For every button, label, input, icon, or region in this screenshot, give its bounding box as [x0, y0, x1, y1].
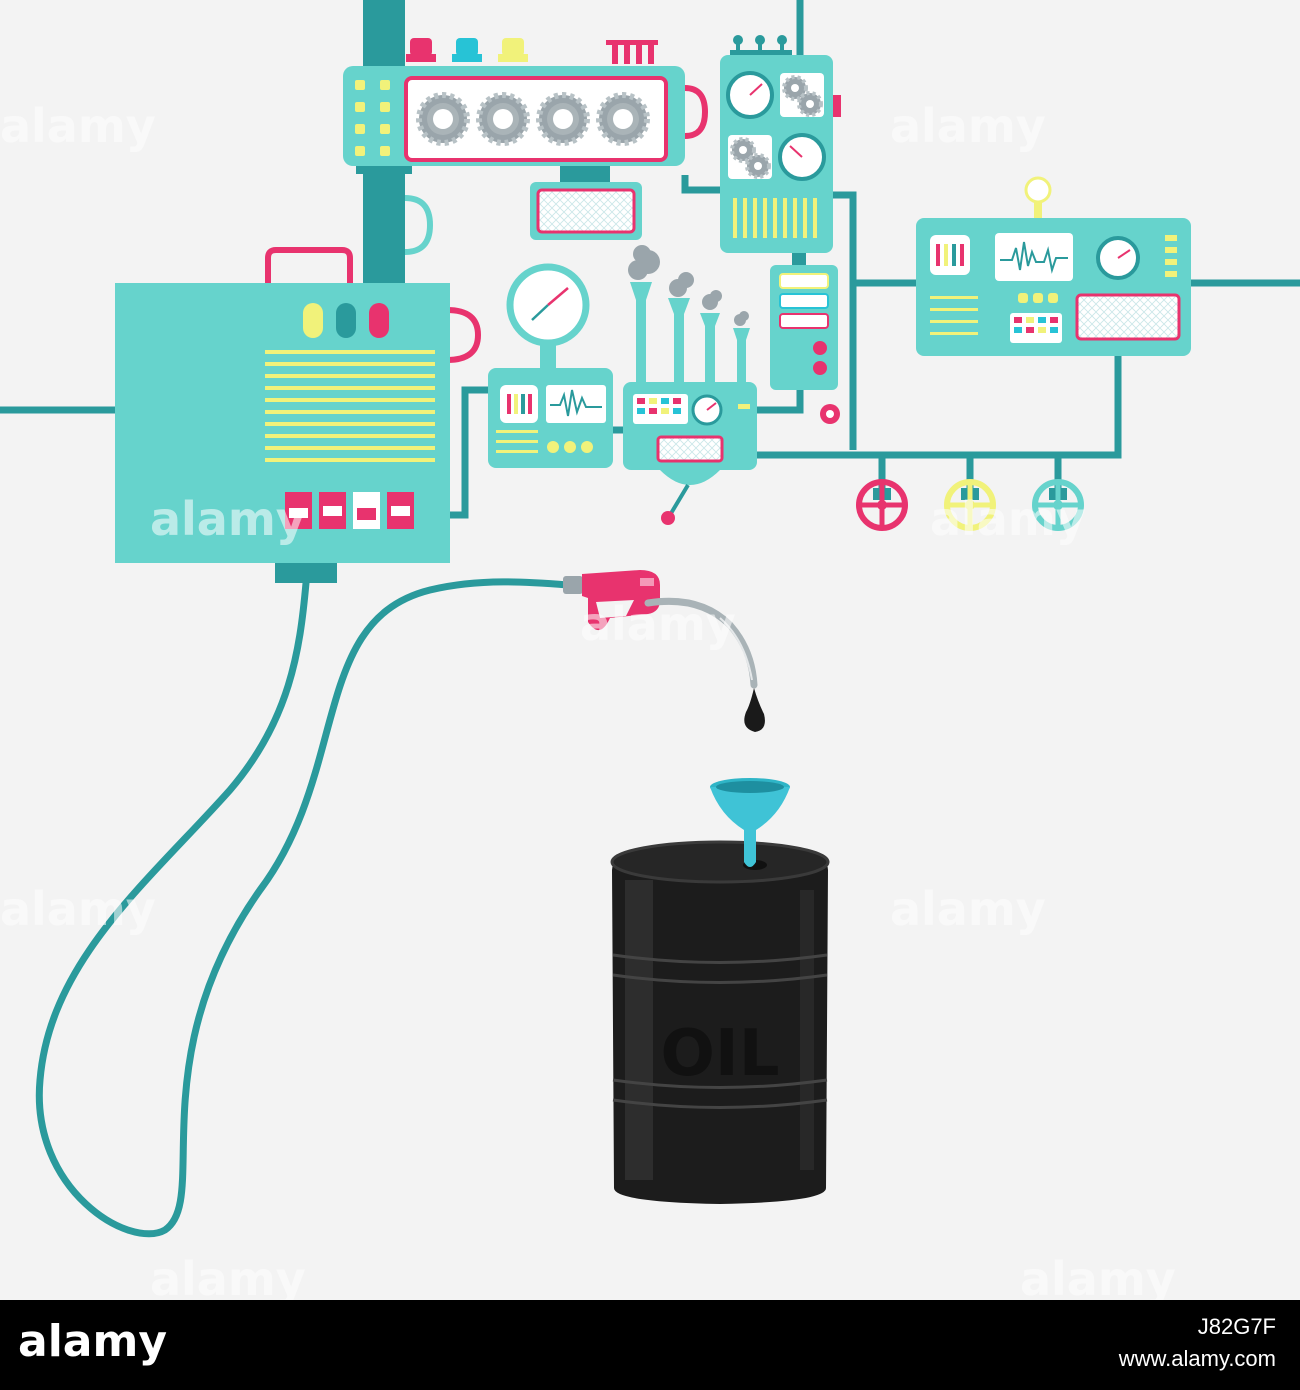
watermark-text: alamy [150, 1252, 306, 1300]
gear-icon [539, 95, 587, 143]
watermark-text: alamy [1020, 1252, 1176, 1300]
gauge-tower [720, 35, 841, 269]
main-control-box [115, 283, 450, 583]
gear-icon [419, 95, 467, 143]
fuel-nozzle-icon [563, 570, 758, 689]
watermark-text: alamy [0, 882, 156, 936]
factory-illustration: OIL alamy alamy alamy alamy alamy alamy … [0, 0, 1300, 1300]
monitor-machine [488, 263, 613, 468]
oil-drop-icon [744, 688, 765, 732]
valve-wheel-icon [944, 479, 996, 531]
coil-module [770, 265, 838, 390]
right-control-panel [916, 176, 1191, 356]
watermarks: alamy alamy alamy alamy alamy alamy alam… [0, 99, 1176, 1300]
gauge-icon [726, 71, 774, 119]
indicator-light-pink [369, 303, 389, 338]
stock-footer-bar: alamy J82G7F www.alamy.com [0, 1300, 1300, 1390]
valve-wheel-icon [1032, 479, 1084, 531]
indicator-light-yellow [303, 303, 323, 338]
watermark-text: alamy [930, 492, 1086, 546]
watermark-text: alamy [150, 492, 306, 546]
watermark-text: alamy [890, 882, 1046, 936]
gear-machine [343, 38, 685, 240]
handles [265, 85, 709, 363]
gauge-icon [1096, 236, 1140, 280]
gauge-icon [691, 394, 723, 426]
smokestack-machine [623, 245, 757, 525]
valve-wheel-icon [856, 479, 908, 531]
footer-image-id: J82G7F [1197, 1314, 1276, 1339]
fuel-hose [35, 578, 572, 1238]
barrel-label: OIL [661, 1017, 780, 1091]
smoke-icon [628, 245, 749, 326]
watermark-text: alamy [0, 99, 156, 153]
vent-grille [265, 350, 435, 462]
watermark-text: alamy [890, 99, 1046, 153]
gauge-icon [1024, 176, 1052, 218]
valve-knob [820, 404, 840, 424]
funnel-icon [710, 778, 790, 867]
footer-url[interactable]: www.alamy.com [1118, 1346, 1276, 1371]
switch-panel [285, 492, 414, 529]
gauge-icon [506, 263, 590, 368]
gear-icon [479, 95, 527, 143]
indicator-light-teal [336, 303, 356, 338]
watermark-text: alamy [580, 597, 736, 651]
gauge-icon [778, 133, 826, 181]
valve-wheels [856, 479, 1084, 531]
footer-meta: J82G7F www.alamy.com [1119, 1314, 1276, 1372]
oil-barrel: OIL [610, 840, 830, 1204]
hose-connector [275, 563, 337, 583]
gear-icon [599, 95, 647, 143]
footer-brand-logo: alamy [18, 1316, 167, 1367]
